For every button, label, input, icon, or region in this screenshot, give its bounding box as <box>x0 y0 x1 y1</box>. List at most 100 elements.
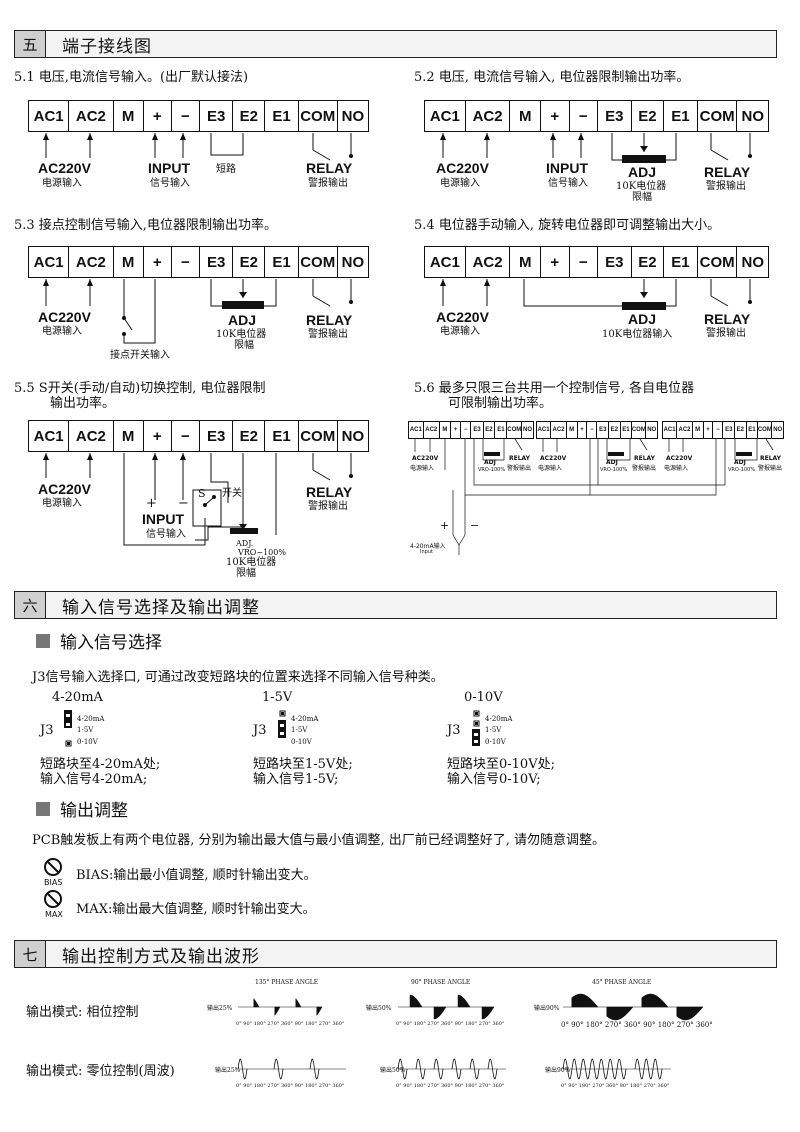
cycle-3 <box>589 1058 600 1080</box>
diagram-caption: 5.2 电压, 电流信号输入, 电位器限制输出功率。 <box>414 70 690 85</box>
section-5-header: 五 端子接线图 <box>14 30 777 58</box>
adj-label: ADJ. <box>236 539 254 548</box>
section-number: 七 <box>15 941 46 967</box>
terminal-9: COM <box>758 422 773 438</box>
mode-label: 输出模式: 零位控制(周波) <box>26 1064 175 1079</box>
ac-label: AC220V <box>38 160 91 176</box>
terminal-10: NO <box>773 427 783 433</box>
terminal-7: E2 <box>233 247 266 277</box>
terminal-10: NO <box>341 107 365 125</box>
phase-angle-label: 90° PHASE ANGLE <box>411 979 471 986</box>
terminal-8: E1 <box>621 422 633 438</box>
terminal-7: E2 <box>484 422 496 438</box>
conduction-segment <box>274 1006 281 1017</box>
terminal-10: NO <box>741 253 764 271</box>
conduction-segment <box>676 1006 704 1021</box>
cycle-9 <box>652 1058 663 1080</box>
terminal-7: E2 <box>233 421 266 451</box>
jumper-option: 0-10V <box>77 738 98 746</box>
input-label: INPUT <box>142 511 184 527</box>
terminal-6: E3 <box>471 422 484 438</box>
terminal-3: M <box>114 421 144 451</box>
bullet-square-icon <box>36 801 50 816</box>
description: PCB触发板上有两个电位器, 分别为输出最大值与最小值调整, 出厂前已经调整好了… <box>32 833 606 848</box>
terminal-6: E3 <box>598 247 632 277</box>
ac-sublabel: 电源输入 <box>440 178 480 189</box>
conduction-segment <box>481 1006 495 1020</box>
ac-label: AC220V <box>38 309 91 325</box>
terminal-2: AC2 <box>69 421 114 451</box>
conduction-segment <box>316 1006 323 1017</box>
terminal-10: NO <box>523 427 533 433</box>
terminal-3: M <box>114 101 144 131</box>
minus-label: − <box>178 496 189 511</box>
terminal-4: + <box>704 422 714 438</box>
relay-sublabel: 警报输出 <box>507 465 532 472</box>
jumper-option: 0-10V <box>291 738 312 746</box>
ac-label: AC220V <box>38 481 91 497</box>
conduction-segment <box>606 1006 634 1021</box>
terminal-8: E1 <box>265 247 299 277</box>
section-title: 输入信号选择及输出调整 <box>62 597 260 618</box>
terminal-3: M <box>114 247 144 277</box>
adj-sublabel-3: 限幅 <box>236 568 256 579</box>
terminal-8: E1 <box>265 421 299 451</box>
description: J3信号输入选择口, 可通过改变短路块的位置来选择不同输入信号种类。 <box>32 670 444 685</box>
terminal-4: + <box>578 422 588 438</box>
terminal-5: − <box>172 421 201 451</box>
terminal-7: E2 <box>735 422 747 438</box>
terminal-8: E1 <box>664 247 698 277</box>
adj-sublabel: VRO-100% <box>478 467 506 473</box>
option-note: 短路块至1-5V处; <box>253 757 353 772</box>
adj-sublabel: VRO-100% <box>600 467 628 473</box>
bullet-square-icon <box>36 633 50 648</box>
terminal-1: AC1 <box>29 421 70 451</box>
relay-label: RELAY <box>634 455 655 462</box>
terminal-10: NO <box>341 427 365 445</box>
bias-icon-label: BIAS <box>44 878 63 887</box>
angle-axis: 0° 90° 180° 270° 360° 90° 180° 270° 360° <box>396 1021 505 1027</box>
diagram-caption: 5.3 接点控制信号输入,电位器限制输出功率。 <box>14 218 277 233</box>
terminal-6: E3 <box>200 101 234 131</box>
terminal-5: − <box>587 422 598 438</box>
adj-sublabel: 10K电位器 <box>216 329 267 340</box>
terminal-2: AC2 <box>466 247 511 277</box>
terminal-9: COM <box>299 247 338 277</box>
relay-sublabel: 警报输出 <box>632 465 657 472</box>
ac-label: AC220V <box>540 455 567 462</box>
terminal-5: − <box>172 101 201 131</box>
plus-label: + <box>146 496 157 511</box>
terminal-1: AC1 <box>425 247 466 277</box>
cycle-2 <box>433 1058 444 1080</box>
adj-label: ADJ <box>606 459 618 466</box>
angle-axis: 0° 90° 180° 270° 360° 90° 180° 270° 360° <box>561 1083 670 1089</box>
cycle-5 <box>607 1058 618 1080</box>
cycle-1 <box>273 1058 284 1080</box>
ac-sublabel: 电源输入 <box>42 326 82 337</box>
option-heading: 0-10V <box>464 690 503 705</box>
terminal-6: E3 <box>200 247 234 277</box>
relay-label: RELAY <box>509 455 530 462</box>
terminal-4: + <box>541 101 570 131</box>
jumper-option: 1-5V <box>291 726 308 734</box>
terminal-6: E3 <box>200 421 234 451</box>
section-title: 端子接线图 <box>62 36 152 57</box>
terminal-6: E3 <box>597 422 610 438</box>
conduction-segment <box>457 994 471 1008</box>
terminal-4: + <box>144 421 172 451</box>
cycle-4 <box>598 1058 609 1080</box>
relay-label: RELAY <box>306 160 353 176</box>
conduction-segment <box>295 997 302 1008</box>
relay-sublabel: 警报输出 <box>706 328 746 339</box>
terminal-2: AC2 <box>69 247 114 277</box>
adj-sublabel-2: 10K电位器 <box>226 557 277 568</box>
cycle-1 <box>415 1058 426 1080</box>
